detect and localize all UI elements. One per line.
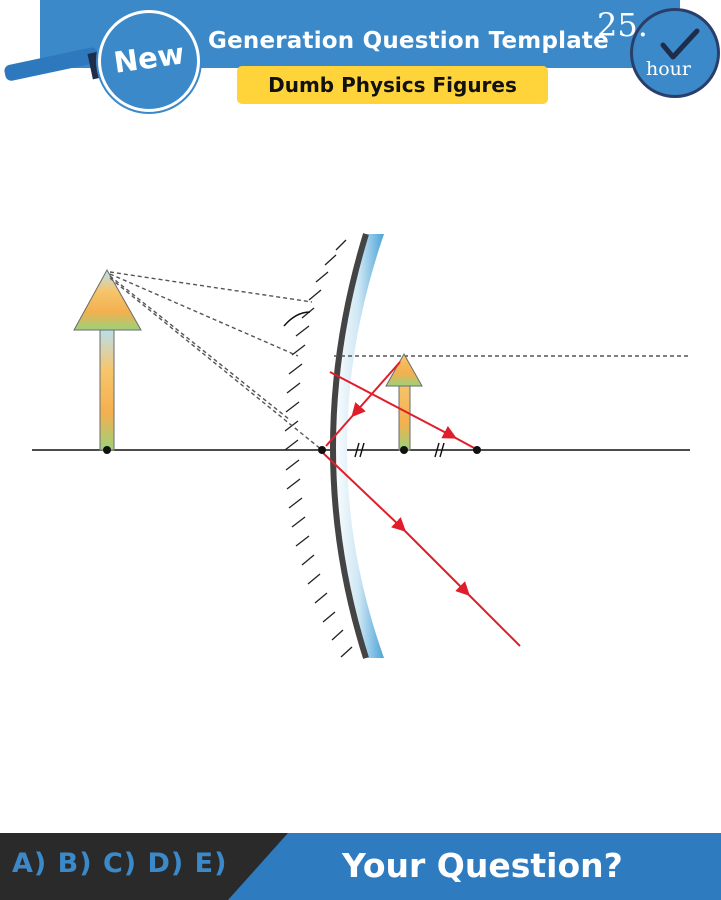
header-title: Generation Question Template: [208, 28, 609, 54]
answer-choices: A) B) C) D) E): [12, 848, 228, 879]
header-left-slant: [40, 0, 80, 68]
object-base-point: [103, 446, 111, 454]
object-dashed-rays: [109, 271, 323, 451]
new-badge: New: [98, 10, 200, 112]
mirror-hatching: [284, 239, 353, 658]
clock-label: hour: [646, 58, 691, 80]
focal-point: [400, 446, 408, 454]
subtitle-banner: Dumb Physics Figures: [237, 66, 548, 104]
subtitle-text: Dumb Physics Figures: [268, 73, 517, 97]
clock-number: 25.: [597, 6, 648, 44]
question-prompt: Your Question?: [342, 846, 623, 885]
clock-icon: [630, 8, 720, 98]
image-arrow: [385, 352, 423, 451]
mirror-back: [330, 233, 369, 659]
vertex-point: [318, 446, 326, 454]
object-arrow: [73, 268, 142, 451]
mirror-glass: [333, 234, 384, 658]
equal-segment-marks: [354, 442, 445, 458]
footer-question-band: [228, 833, 721, 900]
reflected-rays: [321, 361, 521, 647]
checkmark-icon: [660, 28, 700, 60]
center-point: [473, 446, 481, 454]
angle-arc: [283, 311, 311, 327]
